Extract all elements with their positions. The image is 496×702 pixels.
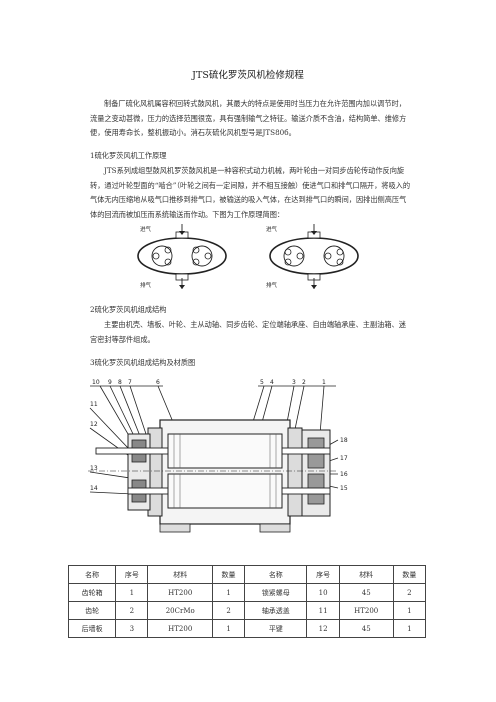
part-label-7: 7 (128, 379, 132, 386)
table-cell: 45 (338, 619, 394, 638)
table-cell: 1 (211, 583, 246, 602)
table-cell: 锁紧螺母 (244, 583, 308, 602)
table-cell: 11 (306, 601, 340, 620)
table-cell: 3 (115, 619, 149, 638)
table-cell: 1 (392, 601, 427, 620)
right-rotor-unit (269, 224, 359, 289)
table-cell: HT200 (147, 619, 213, 638)
table-cell: 45 (338, 583, 394, 602)
table-row: 齿轮箱 1 HT200 1 锁紧螺母 10 45 2 (67, 583, 427, 602)
table-cell: 12 (306, 619, 340, 638)
outlet-label-right: 排气 (266, 281, 278, 289)
table-cell: 20CrMo (147, 601, 213, 620)
part-label-10: 10 (92, 379, 100, 386)
header-cell: 数量 (211, 565, 246, 584)
section1-heading: 1硫化罗茨风机工作原理 (90, 151, 167, 160)
table-row: 后墙板 3 HT200 1 平键 12 45 1 (67, 619, 427, 638)
table-cell: HT200 (147, 583, 213, 602)
header-cell: 材料 (147, 565, 213, 584)
document-title: JTS硫化罗茨风机检修规程 (192, 70, 304, 81)
table-header-row: 名称 序号 材料 数量 名称 序号 材料 数量 (67, 565, 427, 584)
table-cell: 1 (115, 583, 149, 602)
table-cell: 平键 (244, 619, 308, 638)
header-cell: 名称 (67, 565, 117, 584)
part-label-11: 11 (90, 401, 98, 408)
part-label-14: 14 (90, 485, 98, 492)
part-label-8: 8 (118, 379, 122, 386)
section2-paragraph: 主要由机壳、墙板、叶轮、主从动轴、同步齿轮、定位端轴承座、自由端轴承座、主副油箱… (90, 320, 406, 344)
table-cell: 齿轮 (67, 601, 117, 620)
section2-heading: 2硫化罗茨风机组成结构 (90, 305, 167, 314)
inlet-label-right: 进气 (266, 225, 278, 233)
part-label-4: 4 (270, 379, 274, 386)
part-label-2: 2 (302, 379, 306, 386)
part-label-9: 9 (108, 379, 112, 386)
structure-drawing: 10 9 8 7 6 5 4 3 2 1 11 12 13 14 18 17 1… (88, 379, 348, 533)
part-label-18: 18 (340, 437, 348, 444)
table-cell: 2 (115, 601, 149, 620)
table-cell: 1 (392, 619, 427, 638)
header-cell: 材料 (338, 565, 394, 584)
header-cell: 序号 (115, 565, 149, 584)
left-rotor-unit (137, 224, 227, 289)
header-cell: 名称 (244, 565, 308, 584)
part-label-15: 15 (340, 485, 348, 492)
table-row: 齿轮 2 20CrMo 2 轴承透盖 11 HT200 1 (67, 601, 427, 620)
table-cell: 后墙板 (67, 619, 117, 638)
part-label-17: 17 (340, 455, 348, 462)
intro-paragraph: 制备厂硫化风机属容积回转式鼓风机，其最大的特点是使用时当压力在允许范围内加以调节… (90, 99, 407, 137)
outlet-label-left: 排气 (140, 281, 152, 289)
part-label-3: 3 (292, 379, 296, 386)
inlet-label-left: 进气 (140, 225, 152, 233)
parts-table: 名称 序号 材料 数量 名称 序号 材料 数量 齿轮箱 1 HT200 1 锁紧… (67, 565, 427, 638)
part-label-5: 5 (260, 379, 264, 386)
part-label-13: 13 (90, 465, 98, 472)
table-cell: 1 (211, 619, 246, 638)
part-label-16: 16 (340, 471, 348, 478)
part-label-6: 6 (156, 379, 160, 386)
table-cell: 10 (306, 583, 340, 602)
table-cell: 齿轮箱 (67, 583, 117, 602)
table-cell: 2 (392, 583, 427, 602)
header-cell: 序号 (306, 565, 340, 584)
part-label-1: 1 (322, 379, 326, 386)
table-cell: 2 (211, 601, 246, 620)
table-cell: 轴承透盖 (244, 601, 308, 620)
part-label-12: 12 (90, 421, 98, 428)
table-cell: HT200 (338, 601, 394, 620)
working-principle-diagram: 进气 排气 进气 排气 (137, 224, 359, 289)
header-cell: 数量 (392, 565, 427, 584)
section3-heading: 3硫化罗茨风机组成结构及材质图 (90, 358, 196, 367)
section1-paragraph: JTS系列成组型鼓风机罗茨鼓风机是一种容积式动力机械，两叶轮由一对同步齿轮传动作… (90, 166, 411, 219)
